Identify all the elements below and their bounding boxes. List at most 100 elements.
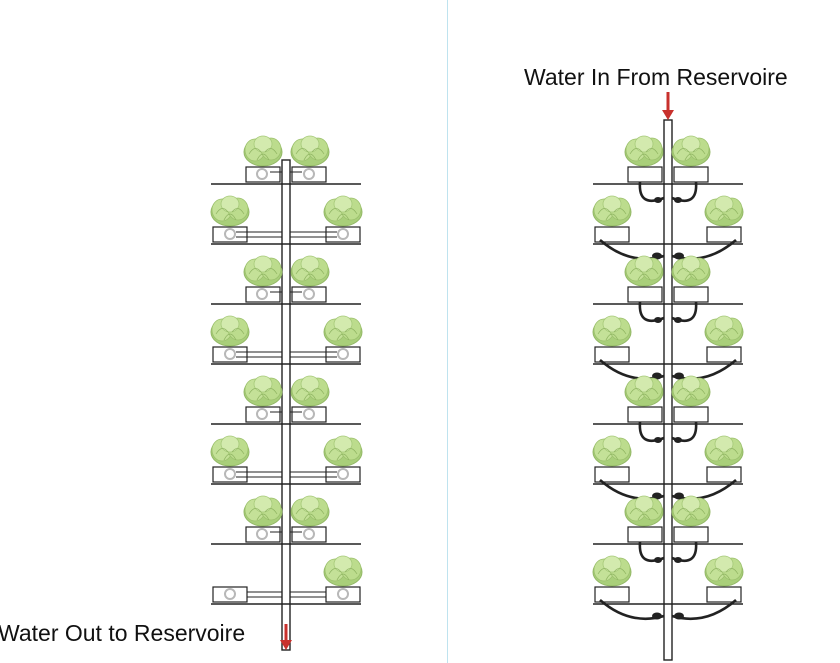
lettuce-plant [624, 495, 664, 527]
connector [674, 557, 682, 563]
lettuce-plant [671, 375, 711, 407]
flow-arrow-head [280, 640, 292, 650]
lettuce-plant [592, 555, 632, 587]
grow-container [706, 346, 742, 363]
drain-hole [256, 408, 268, 420]
connector [652, 612, 662, 620]
grow-container [594, 346, 630, 363]
drain-hole [303, 408, 315, 420]
lettuce-plant [704, 195, 744, 227]
drain-hole [224, 588, 236, 600]
drain-hole [303, 528, 315, 540]
grow-container [673, 286, 709, 303]
connector [674, 252, 684, 260]
grow-container [627, 406, 663, 423]
lettuce-plant [323, 435, 363, 467]
connector [652, 492, 662, 500]
tier [210, 195, 363, 245]
drain-hole [303, 288, 315, 300]
connector [654, 317, 662, 323]
lettuce-plant [243, 375, 283, 407]
lettuce-plant [704, 435, 744, 467]
connector [674, 612, 684, 620]
lettuce-plant [592, 435, 632, 467]
connector [654, 197, 662, 203]
tier [593, 135, 743, 203]
tier [211, 375, 361, 425]
drain-hole [224, 468, 236, 480]
lettuce-plant [243, 255, 283, 287]
drain-hole [337, 588, 349, 600]
connector [674, 197, 682, 203]
grow-container [627, 286, 663, 303]
tier [592, 435, 744, 500]
connector [674, 437, 682, 443]
lettuce-plant [624, 135, 664, 167]
drain-hole [303, 168, 315, 180]
lettuce-plant [671, 135, 711, 167]
connector [674, 492, 684, 500]
drain-hole [337, 468, 349, 480]
connector [674, 317, 682, 323]
lettuce-plant [290, 495, 330, 527]
lettuce-plant [323, 195, 363, 227]
tier [211, 555, 363, 605]
lettuce-plant [624, 255, 664, 287]
connector [652, 372, 662, 380]
tier [593, 375, 743, 443]
grow-container [627, 526, 663, 543]
lettuce-plant [210, 315, 250, 347]
grow-container [673, 166, 709, 183]
tier [592, 315, 744, 380]
lettuce-plant [592, 315, 632, 347]
grow-container [594, 466, 630, 483]
grow-container [706, 586, 742, 603]
tier [210, 315, 363, 365]
grow-container [673, 406, 709, 423]
lettuce-plant [210, 435, 250, 467]
lettuce-plant [243, 495, 283, 527]
connector [652, 252, 662, 260]
lettuce-plant [290, 135, 330, 167]
drain-hole [256, 168, 268, 180]
grow-container [594, 226, 630, 243]
lettuce-plant [323, 315, 363, 347]
grow-container [706, 466, 742, 483]
flow-arrow-head [662, 110, 674, 120]
connector [654, 557, 662, 563]
grow-container [706, 226, 742, 243]
drain-hole [256, 528, 268, 540]
feed-pipe [663, 119, 673, 661]
tier [592, 555, 744, 620]
lettuce-plant [671, 255, 711, 287]
lettuce-plant [243, 135, 283, 167]
tier [592, 195, 744, 260]
drain-pipe [281, 159, 291, 651]
connector [674, 372, 684, 380]
feed-tower-diagram [592, 92, 744, 661]
water-out-label: Water Out to Reservoire [0, 620, 246, 646]
drain-tower-diagram [210, 135, 363, 651]
connector [654, 437, 662, 443]
tier [593, 255, 743, 323]
lettuce-plant [624, 375, 664, 407]
lettuce-plant [704, 555, 744, 587]
tier [210, 435, 363, 485]
lettuce-plant [323, 555, 363, 587]
drain-hole [224, 348, 236, 360]
lettuce-plant [704, 315, 744, 347]
tier [593, 495, 743, 563]
tier [211, 495, 361, 545]
tier [211, 255, 361, 305]
drain-hole [337, 348, 349, 360]
lettuce-plant [592, 195, 632, 227]
grow-container [594, 586, 630, 603]
water-in-label: Water In From Reservoire [524, 64, 788, 90]
lettuce-plant [210, 195, 250, 227]
grow-container [627, 166, 663, 183]
tier [211, 135, 361, 185]
lettuce-plant [671, 495, 711, 527]
drain-hole [256, 288, 268, 300]
drain-hole [224, 228, 236, 240]
